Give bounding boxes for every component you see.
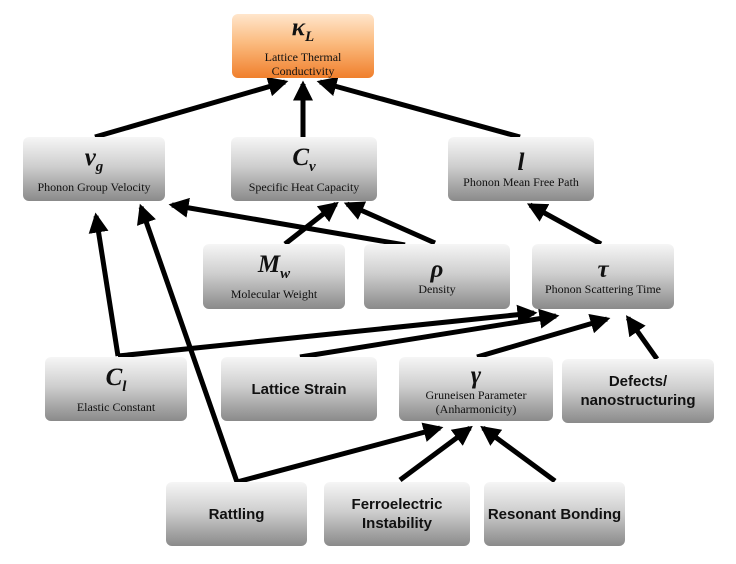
strain-label: Lattice Strain — [251, 380, 347, 398]
arrow-rattling-to-vg — [136, 203, 240, 483]
mw-node: Mw Molecular Weight — [203, 244, 345, 309]
tau-description: Phonon Scattering Time — [544, 282, 661, 296]
cv-symbol: Cv — [292, 143, 316, 175]
gamma-symbol: γ — [470, 361, 482, 389]
gamma-description: Gruneisen Parameter (Anharmonicity) — [425, 387, 527, 416]
kappa-node: κL Lattice Thermal Conductivity — [232, 14, 374, 78]
arrow-cl-to-vg — [88, 212, 121, 357]
cv-description: Specific Heat Capacity — [248, 179, 360, 194]
kappa-description: Lattice Thermal Conductivity — [264, 49, 342, 78]
tau-symbol: τ — [597, 256, 609, 283]
l-description: Phonon Mean Free Path — [463, 174, 579, 189]
arrow-gamma-to-tau — [476, 314, 611, 360]
cv-node: Cv Specific Heat Capacity — [231, 137, 377, 201]
l-node: l Phonon Mean Free Path — [448, 137, 594, 201]
tau-node: τ Phonon Scattering Time — [532, 244, 674, 309]
rho-description: Density — [418, 282, 456, 296]
arrow-vg-to-kappa — [94, 76, 289, 140]
cl-symbol: Cl — [105, 363, 127, 395]
arrow-resonant-to-gamma — [480, 425, 557, 484]
cl-description: Elastic Constant — [76, 399, 156, 414]
arrow-cl-to-tau — [117, 304, 538, 359]
gamma-node: γ Gruneisen Parameter (Anharmonicity) — [399, 357, 553, 421]
kappa-symbol: κL — [291, 13, 315, 45]
arrow-strain-to-tau — [299, 308, 560, 360]
rho-node: ρ Density — [364, 244, 510, 309]
arrow-rho-to-cv — [343, 201, 437, 246]
arrow-defects-to-tau — [625, 315, 660, 361]
ferro-label: Ferroelectric Instability — [351, 496, 443, 532]
l-symbol: l — [517, 148, 525, 176]
arrow-mw-to-cv — [283, 201, 339, 246]
arrow-rho-to-vg — [168, 197, 406, 248]
mw-symbol: Mw — [257, 251, 291, 282]
vg-node: vg Phonon Group Velocity — [23, 137, 165, 201]
arrow-rattling-to-gamma — [236, 422, 444, 485]
resonant-label: Resonant Bonding — [487, 505, 622, 523]
resonant-node: Resonant Bonding — [484, 482, 625, 546]
rattling-label: Rattling — [208, 505, 265, 523]
vg-description: Phonon Group Velocity — [37, 179, 151, 194]
arrow-ferro-to-gamma — [398, 425, 473, 483]
arrow-tau-to-l — [526, 202, 603, 247]
cl-node: Cl Elastic Constant — [45, 357, 187, 421]
arrow-l-to-kappa — [316, 76, 521, 140]
rattling-node: Rattling — [166, 482, 307, 546]
vg-symbol: vg — [84, 143, 104, 175]
mw-description: Molecular Weight — [230, 287, 318, 301]
strain-node: Lattice Strain — [221, 357, 377, 421]
ferro-node: Ferroelectric Instability — [324, 482, 470, 546]
defects-node: Defects/ nanostructuring — [562, 359, 714, 423]
rho-symbol: ρ — [430, 256, 444, 283]
defects-label: Defects/ nanostructuring — [580, 373, 696, 409]
